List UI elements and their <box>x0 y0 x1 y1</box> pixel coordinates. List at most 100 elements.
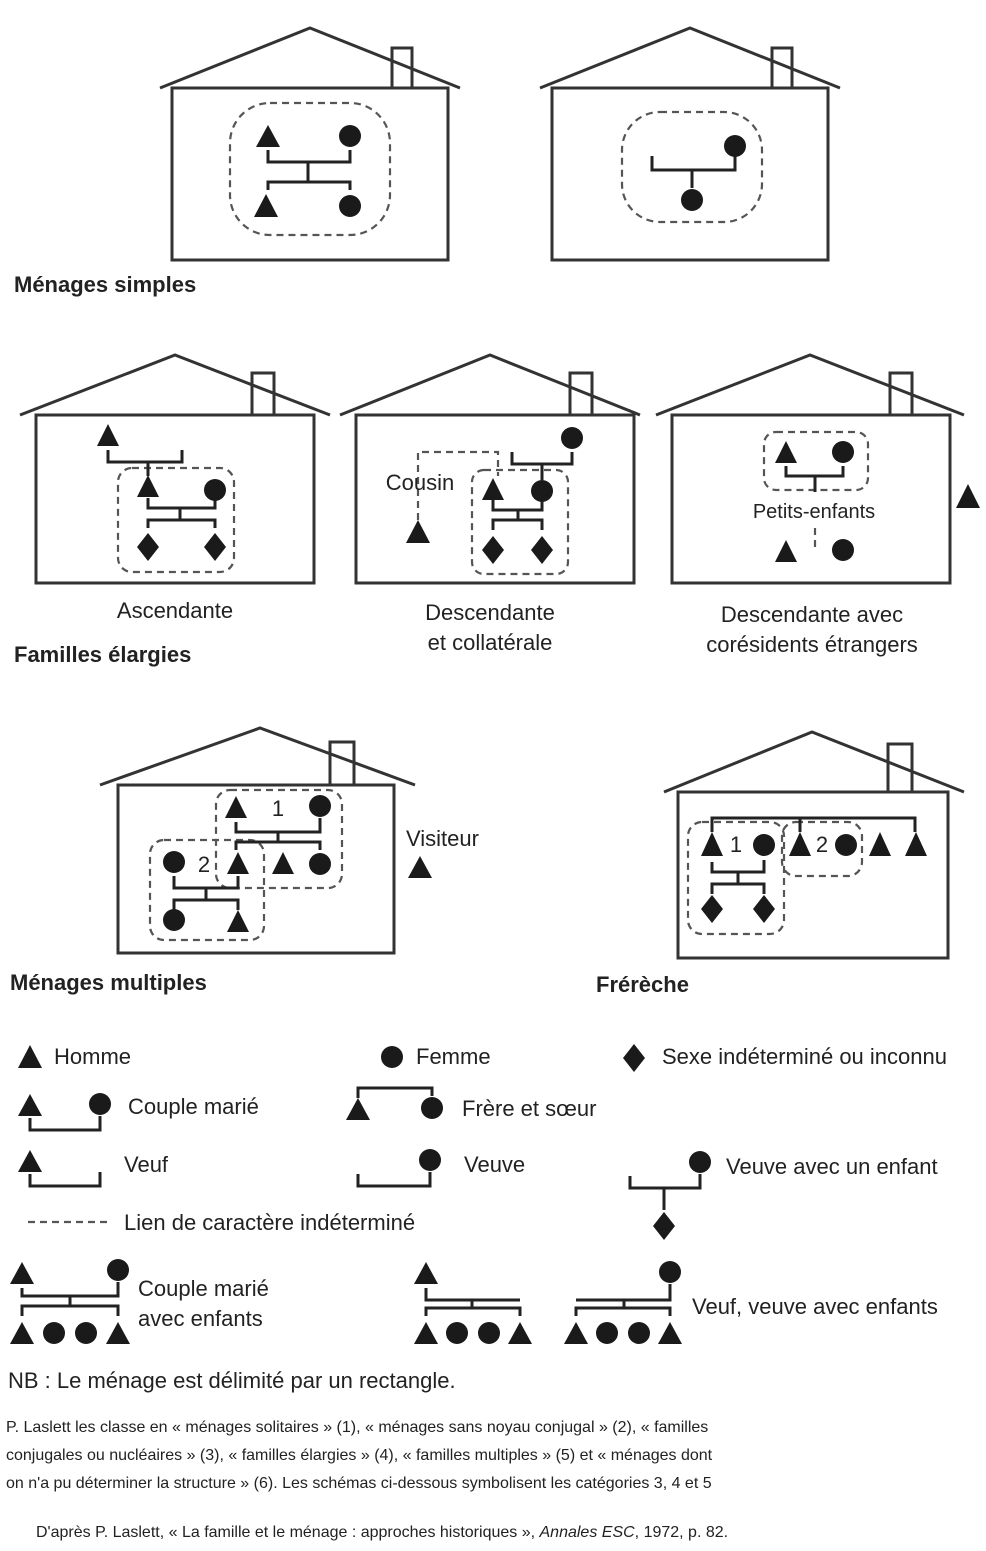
indeterminate-link <box>416 450 500 520</box>
caption-line-1: P. Laslett les classe en « ménages solit… <box>6 1419 708 1436</box>
unknown-sex-icon <box>701 895 723 923</box>
man-icon <box>869 832 891 856</box>
household-boundary <box>148 838 266 942</box>
woman-icon <box>204 479 226 501</box>
man-icon <box>18 1045 42 1068</box>
man-icon <box>227 852 249 874</box>
legend-veuf-veuve-enfants: Veuf, veuve avec enfants <box>692 1294 938 1319</box>
warning-triangle-icon <box>956 484 980 508</box>
number-2: 2 <box>198 852 210 877</box>
label-descendante-1: Descendante <box>425 600 555 625</box>
man-icon <box>272 852 294 874</box>
man-icon <box>414 1322 438 1344</box>
man-icon <box>775 540 797 562</box>
man-icon <box>789 832 811 856</box>
legend-couple-enfants-1: Couple marié <box>138 1276 269 1301</box>
house-descendante-etrangers: Petits-enfants <box>655 353 965 585</box>
man-icon <box>508 1322 532 1344</box>
man-icon <box>905 832 927 856</box>
house-descendante-collaterale: Cousin <box>339 353 641 585</box>
extended-families-title: Familles élargies <box>14 642 191 667</box>
unknown-sex-icon <box>204 533 226 561</box>
woman-icon <box>681 189 703 211</box>
woman-icon <box>309 853 331 875</box>
woman-icon <box>419 1149 441 1171</box>
number-2: 2 <box>816 832 828 857</box>
woman-icon <box>659 1261 681 1283</box>
household-boundary <box>686 820 786 936</box>
man-icon <box>658 1322 682 1344</box>
woman-icon <box>531 480 553 502</box>
man-icon <box>256 125 280 147</box>
legend-homme: Homme <box>54 1044 131 1069</box>
freche-title: Frérèche <box>596 972 689 997</box>
label-descendante-2: et collatérale <box>428 630 553 655</box>
woman-icon <box>832 441 854 463</box>
unknown-sex-icon <box>623 1044 645 1072</box>
house-freche: 1 2 <box>663 730 965 960</box>
source-prefix: D'après P. Laslett, « La famille et le m… <box>36 1524 540 1541</box>
label-cousin: Cousin <box>386 470 454 495</box>
label-etrangers-2: corésidents étrangers <box>706 632 918 657</box>
woman-icon <box>75 1322 97 1344</box>
man-icon <box>18 1150 42 1172</box>
unknown-sex-icon <box>653 1212 675 1240</box>
house-simple-widow <box>539 26 841 262</box>
woman-icon <box>753 834 775 856</box>
unknown-sex-icon <box>753 895 775 923</box>
woman-icon <box>163 851 185 873</box>
legend-veuve-enfant: Veuve avec un enfant <box>726 1154 938 1179</box>
legend-lien: Lien de caractère indéterminé <box>124 1210 415 1235</box>
label-visiteur: Visiteur <box>406 826 479 851</box>
man-icon <box>254 194 278 217</box>
woman-icon <box>309 795 331 817</box>
woman-icon <box>832 539 854 561</box>
legend-couple-marie: Couple marié <box>128 1094 259 1119</box>
woman-icon <box>596 1322 618 1344</box>
man-icon <box>10 1262 34 1284</box>
man-icon <box>18 1094 42 1116</box>
woman-icon <box>107 1259 129 1281</box>
unknown-sex-icon <box>137 533 159 561</box>
house-multiple: 1 2 <box>99 726 416 955</box>
label-etrangers-1: Descendante avec <box>721 602 903 627</box>
household-boundary <box>780 820 864 878</box>
legend: Homme Femme Sexe indéterminé ou inconnu … <box>10 1044 947 1344</box>
woman-icon <box>163 909 185 931</box>
source-journal: Annales ESC <box>539 1524 636 1541</box>
source-suffix: , 1972, p. 82. <box>635 1524 728 1541</box>
man-icon <box>414 1262 438 1284</box>
woman-icon <box>628 1322 650 1344</box>
man-icon <box>227 910 249 932</box>
woman-icon <box>689 1151 711 1173</box>
legend-frere-soeur: Frère et sœur <box>462 1096 596 1121</box>
woman-icon <box>561 427 583 449</box>
man-icon <box>10 1322 34 1344</box>
caption-line-2: conjugales ou nucléaires » (3), « famill… <box>6 1447 713 1464</box>
household-boundary <box>228 101 392 237</box>
woman-icon <box>89 1093 111 1115</box>
house-simple-couple <box>159 26 461 262</box>
number-1: 1 <box>272 796 284 821</box>
label-ascendante: Ascendante <box>117 598 233 623</box>
legend-femme: Femme <box>416 1044 491 1069</box>
woman-icon <box>421 1097 443 1119</box>
legend-veuf: Veuf <box>124 1152 169 1177</box>
woman-icon <box>478 1322 500 1344</box>
simple-households-title: Ménages simples <box>14 272 196 297</box>
man-icon <box>564 1322 588 1344</box>
man-icon <box>482 478 504 500</box>
household-boundary <box>762 430 870 492</box>
man-icon <box>137 475 159 497</box>
house-ascendante <box>19 353 331 585</box>
legend-veuve: Veuve <box>464 1152 525 1177</box>
source-citation: D'après P. Laslett, « La famille et le m… <box>36 1524 728 1541</box>
house-outline <box>159 26 461 90</box>
man-icon <box>701 832 723 856</box>
woman-icon <box>381 1046 403 1068</box>
woman-icon <box>339 125 361 147</box>
man-icon <box>406 520 430 543</box>
label-petits-enfants: Petits-enfants <box>753 501 875 523</box>
visitor-man-icon <box>408 856 432 878</box>
